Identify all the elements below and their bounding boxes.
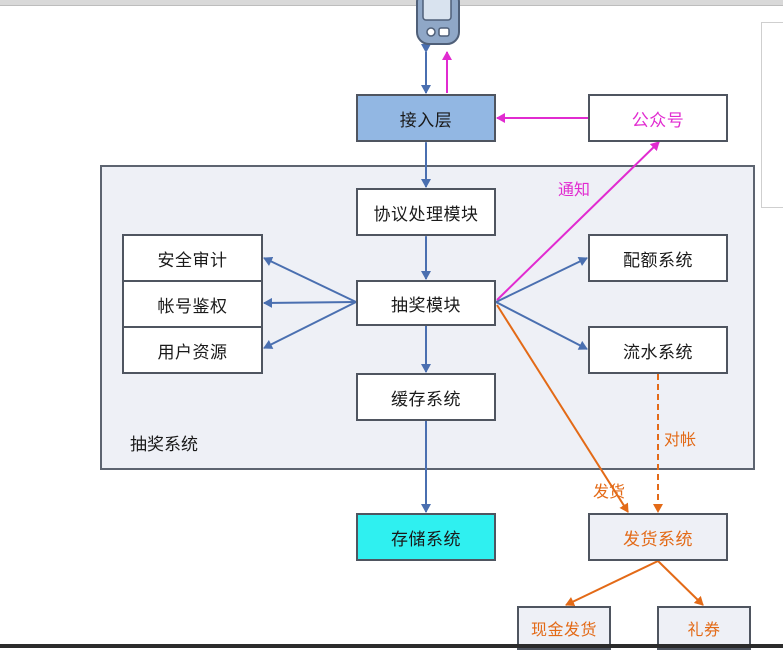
- security-audit-label: 安全审计: [157, 250, 228, 271]
- storage-system-label: 存储系统: [391, 529, 461, 550]
- account-auth-label: 帐号鉴权: [157, 296, 228, 317]
- shipping-system-label: 发货系统: [623, 529, 693, 550]
- gift-coupon-node: 礼券: [657, 606, 751, 650]
- lottery-quota-arrow: [495, 256, 588, 303]
- protocol-module-node: 协议处理模块: [356, 188, 496, 236]
- flow-system-label: 流水系统: [623, 342, 693, 363]
- lottery-auth-arrow: [263, 297, 357, 308]
- notify-edge-label: 通知: [558, 180, 591, 199]
- lottery-official-notify-arrow: [496, 141, 660, 301]
- quota-system-label: 配额系统: [623, 250, 693, 271]
- shipping-system-node: 发货系统: [588, 513, 728, 561]
- cache-system-label: 缓存系统: [391, 389, 461, 410]
- cache-system-node: 缓存系统: [356, 373, 496, 421]
- protocol-module-label: 协议处理模块: [373, 204, 479, 225]
- access-layer-label: 接入层: [399, 110, 453, 131]
- shipping-coupon-arrow: [657, 560, 704, 606]
- access-layer-node: 接入层: [356, 94, 496, 142]
- ship-edge-label: 发货: [593, 482, 626, 501]
- lottery-flow-arrow: [495, 301, 588, 350]
- lottery-module-label: 抽奖模块: [391, 295, 461, 316]
- side-panel: [761, 22, 783, 208]
- user-resource-node: 用户资源: [122, 326, 263, 374]
- shipping-cash-arrow: [565, 560, 659, 607]
- account-auth-node: 帐号鉴权: [122, 280, 263, 328]
- flow-system-node: 流水系统: [588, 326, 728, 374]
- lottery-security-arrow: [263, 256, 357, 303]
- top-bar: [0, 0, 783, 6]
- storage-system-node: 存储系统: [356, 513, 496, 561]
- security-audit-node: 安全审计: [122, 234, 263, 282]
- cash-shipping-label: 现金发货: [530, 620, 597, 639]
- lottery-resource-arrow: [263, 301, 357, 349]
- gift-coupon-label: 礼券: [687, 620, 721, 639]
- user-resource-label: 用户资源: [157, 342, 228, 363]
- official-account-node: 公众号: [588, 94, 728, 142]
- lottery-system-label: 抽奖系统: [130, 435, 198, 455]
- bottom-border: [0, 644, 783, 648]
- reconcile-edge-label: 对帐: [664, 430, 697, 449]
- quota-system-node: 配额系统: [588, 234, 728, 282]
- official-account-label: 公众号: [631, 110, 685, 131]
- lottery-shipping-arrow: [496, 304, 629, 513]
- phone-icon: [416, 0, 460, 45]
- lottery-module-node: 抽奖模块: [356, 280, 496, 326]
